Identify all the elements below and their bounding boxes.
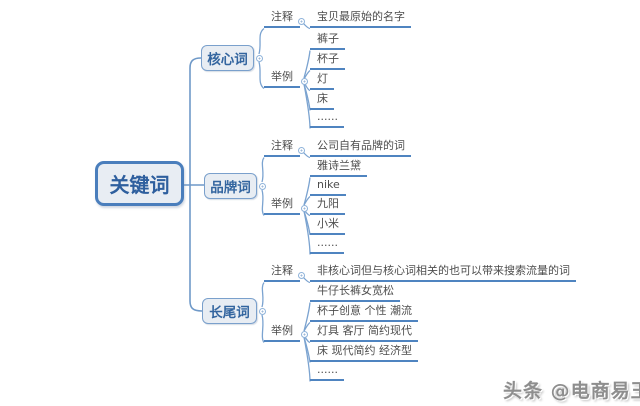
brand-example-item[interactable]: 雅诗兰黛 <box>310 159 367 177</box>
core-example-item[interactable]: 灯 <box>310 72 334 90</box>
longtail-annotation-text[interactable]: 非核心词但与核心词相关的也可以带来搜索流量的词 <box>310 264 576 282</box>
watermark-text: 头条 @电商易王 <box>503 380 640 402</box>
collapse-toggle-icon[interactable] <box>298 272 305 279</box>
collapse-toggle-icon[interactable] <box>259 308 266 315</box>
collapse-toggle-icon[interactable] <box>298 147 305 154</box>
longtail-example-item[interactable]: ...... <box>310 363 344 381</box>
longtail-example-item[interactable]: 杯子创意 个性 潮流 <box>310 304 418 322</box>
brand-annotation-text[interactable]: 公司自有品牌的词 <box>310 139 411 157</box>
brand-example-item[interactable]: 小米 <box>310 217 345 235</box>
root-node-keyword[interactable]: 关键词 <box>95 161 184 206</box>
brand-example-item[interactable]: ...... <box>310 236 344 254</box>
collapse-toggle-icon[interactable] <box>256 55 263 62</box>
brand-example-item[interactable]: 九阳 <box>310 197 345 215</box>
collapse-toggle-icon[interactable] <box>259 183 266 190</box>
core-annotation-text[interactable]: 宝贝最原始的名字 <box>310 10 411 28</box>
collapse-toggle-icon[interactable] <box>301 205 308 212</box>
longtail-example-item[interactable]: 牛仔长裤女宽松 <box>310 284 400 302</box>
collapse-toggle-icon[interactable] <box>301 78 308 85</box>
brand-annotation-label[interactable]: 注释 <box>264 139 300 157</box>
longtail-example-item[interactable]: 灯具 客厅 简约现代 <box>310 324 418 342</box>
core-example-item[interactable]: 床 <box>310 92 334 110</box>
longtail-examples-label[interactable]: 举例 <box>264 324 300 342</box>
core-example-item[interactable]: ...... <box>310 110 344 128</box>
collapse-toggle-icon[interactable] <box>298 18 305 25</box>
brand-examples-label[interactable]: 举例 <box>264 197 300 215</box>
longtail-example-item[interactable]: 床 现代简约 经济型 <box>310 344 418 362</box>
core-examples-label[interactable]: 举例 <box>264 70 300 88</box>
core-example-item[interactable]: 裤子 <box>310 32 345 50</box>
brand-example-item[interactable]: nike <box>310 178 346 196</box>
branch-node-brand-words[interactable]: 品牌词 <box>204 173 257 199</box>
branch-node-longtail-words[interactable]: 长尾词 <box>202 298 257 324</box>
core-example-item[interactable]: 杯子 <box>310 52 345 70</box>
collapse-toggle-icon[interactable] <box>301 331 308 338</box>
core-annotation-label[interactable]: 注释 <box>264 10 300 28</box>
longtail-annotation-label[interactable]: 注释 <box>264 264 300 282</box>
branch-node-core-words[interactable]: 核心词 <box>201 45 254 71</box>
